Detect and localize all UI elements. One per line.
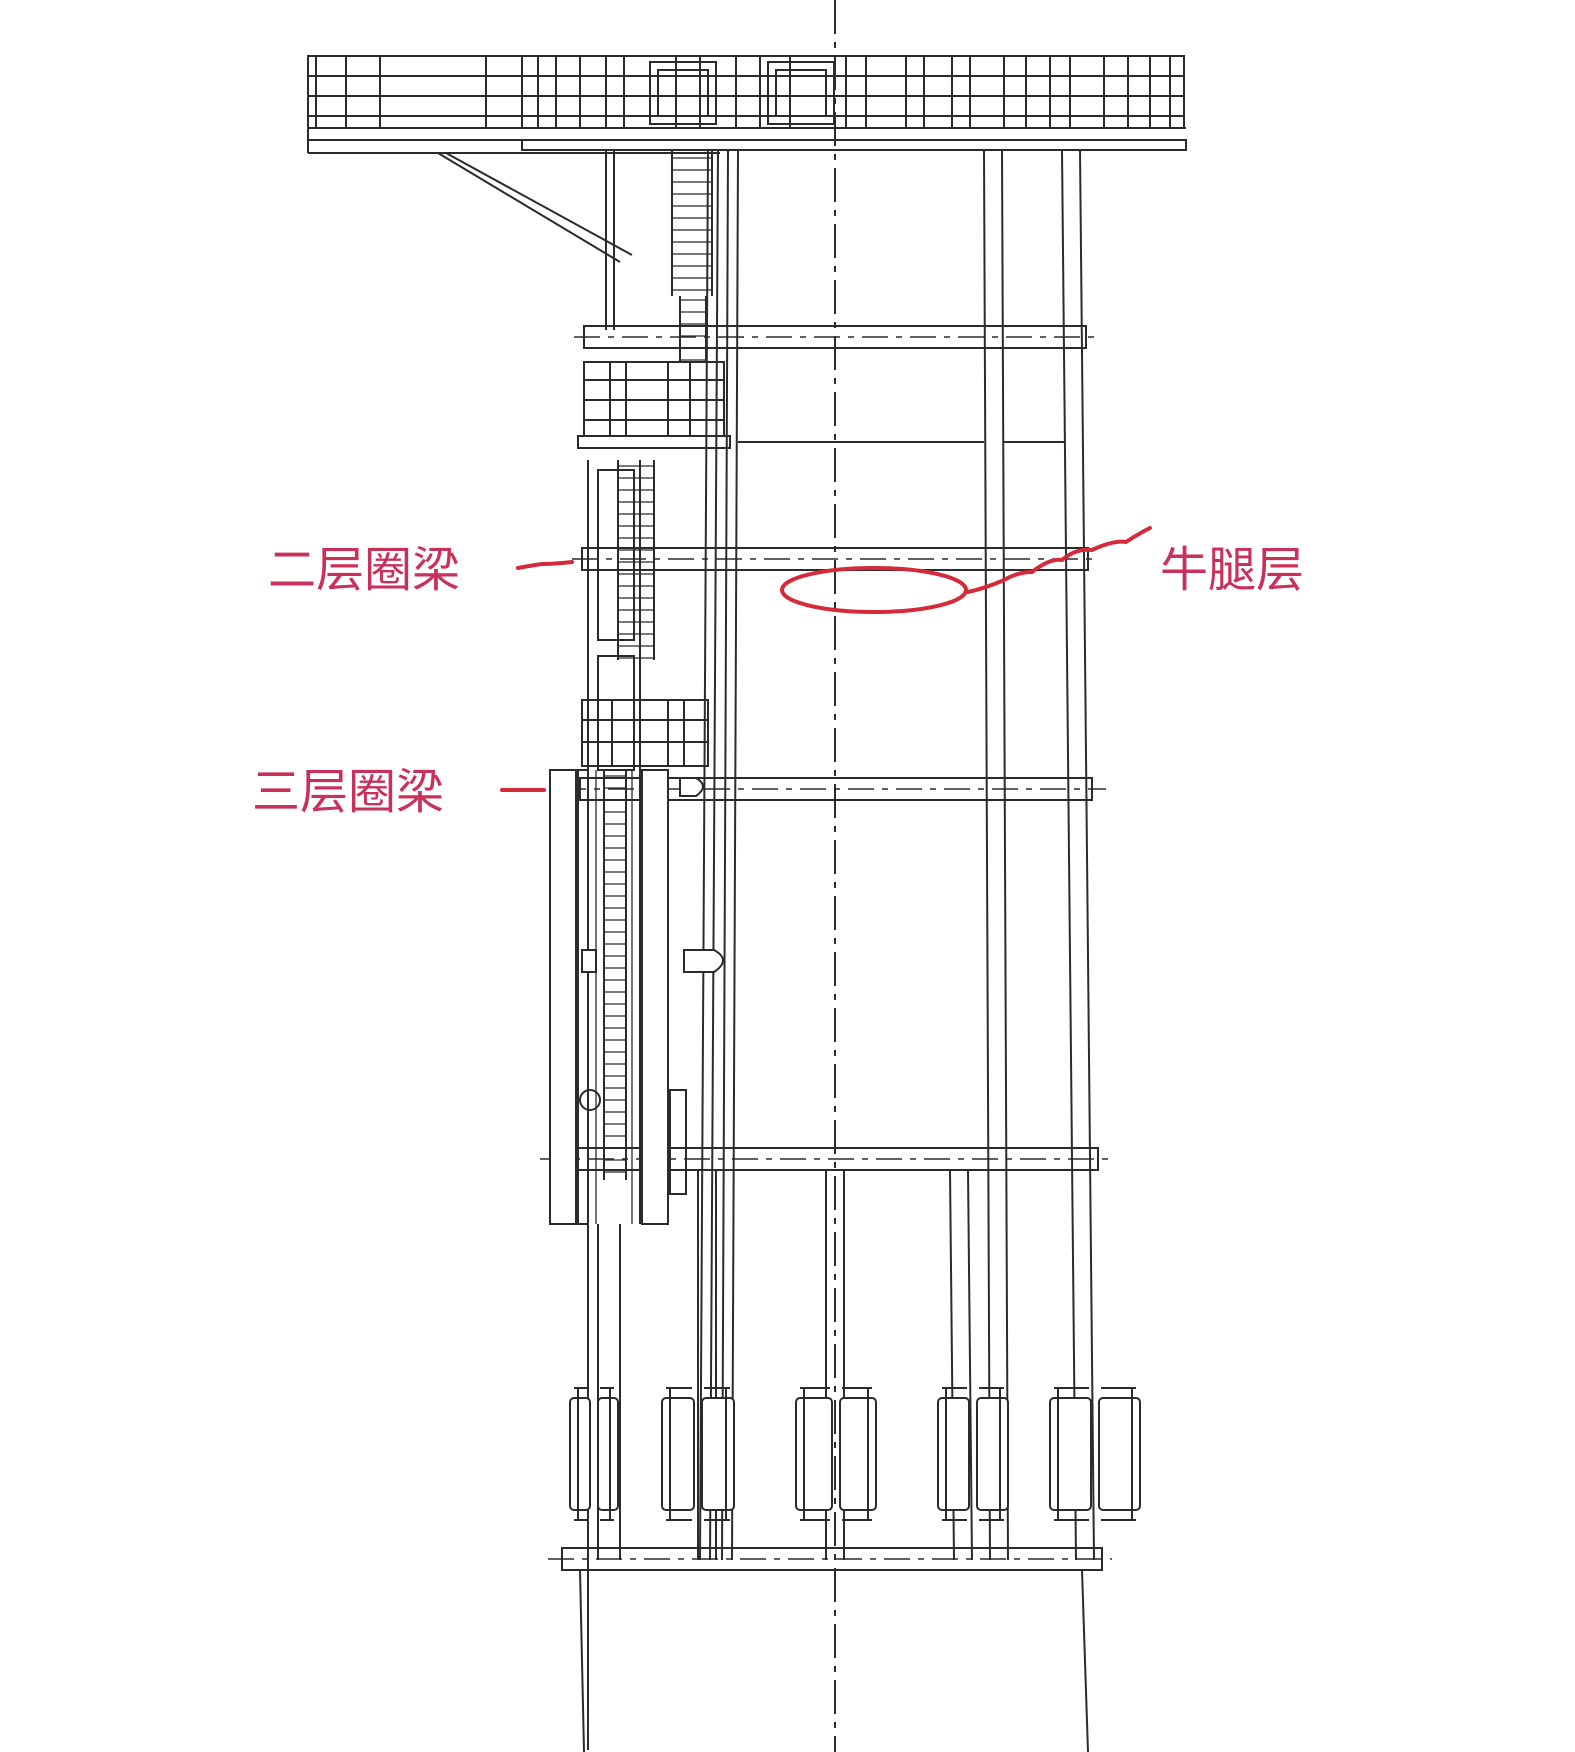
- leader-second-ring-beam: [516, 560, 574, 570]
- columns: [605, 149, 1095, 1561]
- bottom-legs: [579, 1569, 1089, 1752]
- lower-cage: [581, 699, 709, 767]
- ring-beam-3: [560, 777, 1106, 801]
- label-second-ring-beam: 二层圈梁: [268, 542, 461, 598]
- upper-cage: [577, 361, 731, 449]
- leader-corbel-layer: [966, 526, 1152, 594]
- jack-body: [1049, 1397, 1092, 1511]
- jack-body: [839, 1397, 877, 1511]
- jack-body: [597, 1397, 619, 1511]
- label-third-ring-beam: 三层圈梁: [252, 764, 445, 820]
- jack-body: [795, 1397, 833, 1511]
- ring-beam-1: [574, 325, 1096, 349]
- jack-body: [1098, 1397, 1141, 1511]
- frame-rollers: [579, 777, 730, 1149]
- corbel-highlight: [780, 566, 968, 614]
- structure-lines: [307, 0, 1187, 1752]
- jack-body: [569, 1397, 591, 1511]
- annotations: [500, 526, 1152, 792]
- ladders: [587, 150, 713, 1750]
- jack-row: [569, 1387, 1141, 1521]
- lower-hangers: [597, 1169, 973, 1561]
- bottom-beam: [548, 1547, 1112, 1571]
- jack-body: [937, 1397, 970, 1511]
- jack-body: [661, 1397, 695, 1511]
- jack-body: [976, 1397, 1009, 1511]
- jack-body: [701, 1397, 735, 1511]
- top-platform: [307, 55, 1187, 154]
- label-corbel-layer: 牛腿层: [1160, 542, 1305, 598]
